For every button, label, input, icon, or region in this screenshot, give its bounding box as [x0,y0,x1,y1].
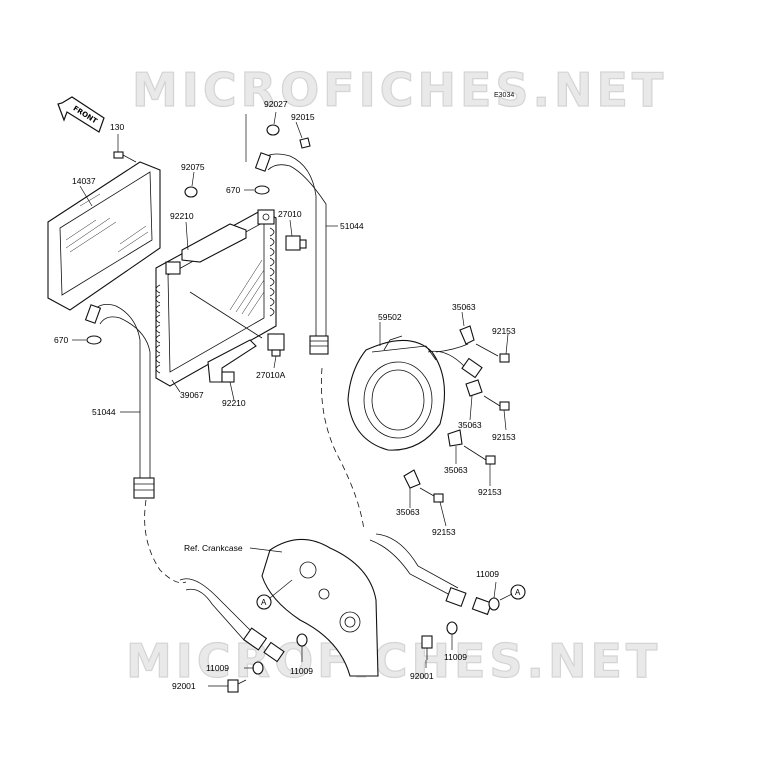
part-number-11009-right-upper: 11009 [476,569,499,579]
watermark-bottom: MICROFICHES.NET [126,634,661,688]
bolt-92001-b-icon [421,635,433,660]
bracket-92210-lower [207,339,257,383]
fan-shroud-59502 [347,335,445,451]
bolt-92153-c-icon [463,445,496,465]
watermark-top: MICROFICHES.NET [132,63,667,117]
bolt-92153-a-icon [475,343,510,363]
part-number-27010a: 27010A [256,370,286,380]
part-number-11009-right-lower: 11009 [444,652,467,662]
bolt-92153-b-icon [483,395,510,411]
o-ring-670-lower-icon [86,335,102,345]
part-number-27010: 27010 [278,209,302,219]
part-number-35063-b: 35063 [458,420,482,430]
washer-11009-b-icon [252,661,264,675]
nut-92015-icon [299,137,311,149]
bolt-92153-d-icon [419,487,444,503]
shroud-plate-14037 [47,161,161,311]
svg-text:A: A [515,588,521,597]
hose-lower-left [179,578,285,663]
bolt-130-icon [113,151,137,163]
hose-51044-left [84,303,155,499]
clamp-35063-c-icon [447,429,463,447]
part-number-92153-b: 92153 [492,432,516,442]
part-number-92075: 92075 [181,162,205,172]
washer-11009-a-icon [296,633,308,647]
front-arrow-icon: FRONT [57,96,105,133]
washer-11009-d-icon [488,597,500,611]
grommet-92075-icon [184,186,198,198]
ref-crankcase-label: Ref. Crankcase [184,543,243,553]
o-ring-670-upper-icon [254,185,270,195]
part-number-92153-c: 92153 [478,487,502,497]
part-number-670-upper: 670 [226,185,240,195]
part-number-92210-upper: 92210 [170,211,194,221]
fan-wiring [427,343,483,379]
part-number-59502: 59502 [378,312,402,322]
part-number-14037: 14037 [72,176,96,186]
part-number-35063-d: 35063 [396,507,420,517]
part-number-35063-c: 35063 [444,465,468,475]
reference-marker-a-left: A [256,579,293,610]
grommet-92027-icon [266,124,280,136]
part-number-670-lower: 670 [54,335,68,345]
part-number-92153-d: 92153 [432,527,456,537]
part-number-92001-left: 92001 [172,681,196,691]
washer-11009-c-icon [446,621,458,635]
diagram-code: E3034 [494,92,514,99]
reference-marker-a-right: A [499,584,526,601]
clamp-35063-b-icon [465,379,483,397]
dashed-line-left [144,499,187,584]
part-number-130: 130 [110,122,124,132]
hose-51044-right [254,152,329,355]
part-number-11009-left: 11009 [206,663,229,673]
clamp-35063-d-icon [403,469,421,489]
part-number-92001-right: 92001 [410,671,434,681]
part-number-35063-a: 35063 [452,302,476,312]
leader-lines [72,111,509,687]
switch-27010-icon [285,235,307,251]
bracket-92210-upper [181,223,247,263]
clamp-35063-a-icon [459,325,475,345]
switch-27010a-icon [267,333,285,357]
part-number-92210-lower: 92210 [222,398,246,408]
part-number-51044-left: 51044 [92,407,116,417]
svg-text:A: A [261,598,267,607]
part-number-92015: 92015 [291,112,315,122]
clamp-92210-icon [221,371,235,383]
part-number-11009-left-right: 11009 [290,666,313,676]
part-number-92027: 92027 [264,99,288,109]
part-number-51044-right: 51044 [340,221,364,231]
part-number-92153-a: 92153 [492,326,516,336]
hose-lower-right [369,533,493,616]
part-number-39067: 39067 [180,390,204,400]
crankcase-reference [261,538,379,677]
dashed-line-right [321,367,365,531]
